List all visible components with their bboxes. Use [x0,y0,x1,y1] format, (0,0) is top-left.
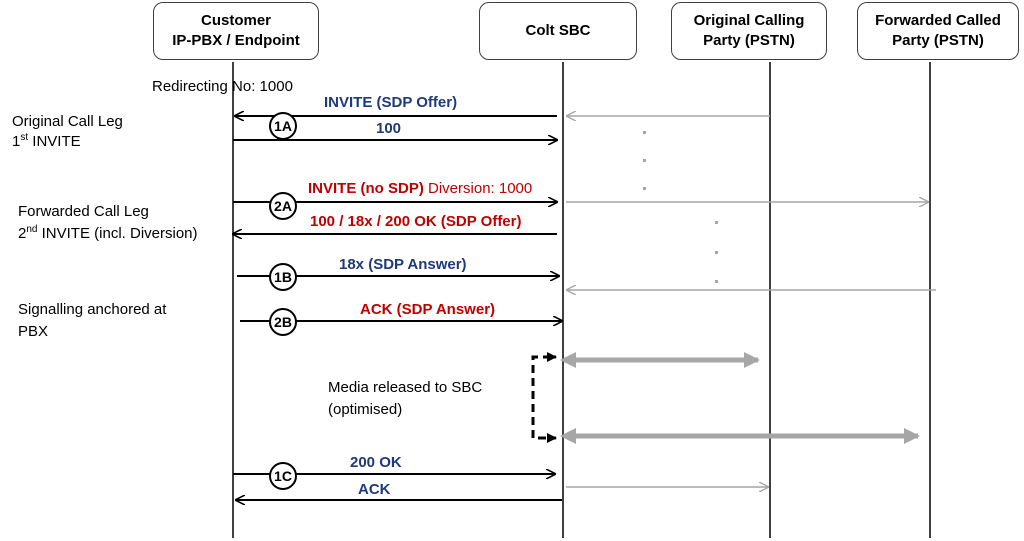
signalling-anchored-pbx-label: PBX [18,323,49,340]
media-released-label: Media released to SBC [328,379,483,396]
step-2a-badge: 2A [269,192,297,220]
participant-customer-line1: Customer [200,12,271,29]
redirecting-number-note: Redirecting No: 1000 [152,78,293,95]
participant-original-calling-line1: Original Calling [693,12,805,29]
participant-forwarded-called-line2: Party (PSTN) [892,32,984,49]
participant-forwarded-called-box: Forwarded Called Party (PSTN) [857,2,1019,60]
msg-18x-sdp-answer: 18x (SDP Answer) [339,256,467,273]
msg-ack-sdp-answer: ACK (SDP Answer) [360,301,496,318]
progress-dots-1 [643,131,646,190]
msg-provisional-sdp-offer: 100 / 18x / 200 OK (SDP Offer) [310,213,522,230]
step-1c-badge: 1C [269,462,297,490]
participant-original-calling-box: Original Calling Party (PSTN) [671,2,827,60]
msg-200-ok: 200 OK [350,454,402,471]
step-1a-badge: 1A [269,112,297,140]
participant-forwarded-called-line1: Forwarded Called [875,12,1001,29]
media-release-bracket [531,355,551,440]
participant-colt-sbc-label: Colt SBC [525,22,591,39]
second-invite-label: 2nd INVITE (incl. Diversion) [18,224,198,242]
participant-original-calling-line2: Party (PSTN) [703,32,795,49]
msg-invite-no-sdp: INVITE (no SDP) Diversion: 1000 [308,180,533,197]
step-1b-badge: 1B [269,263,297,291]
msg-ack: ACK [358,481,391,498]
forwarded-call-leg-label: Forwarded Call Leg [18,203,149,220]
participant-customer-box: Customer IP-PBX / Endpoint [153,2,319,60]
msg-invite-sdp-offer: INVITE (SDP Offer) [324,94,458,111]
participant-customer-line2: IP-PBX / Endpoint [172,32,300,49]
msg-100-trying: 100 [376,120,402,137]
first-invite-label: 1st INVITE [12,132,81,150]
signalling-anchored-label: Signalling anchored at [18,301,167,318]
progress-dots-2 [715,221,718,283]
step-2b-badge: 2B [269,308,297,336]
participant-colt-sbc-box: Colt SBC [479,2,637,60]
media-optimised-label: (optimised) [328,401,403,418]
original-call-leg-label: Original Call Leg [12,113,123,130]
